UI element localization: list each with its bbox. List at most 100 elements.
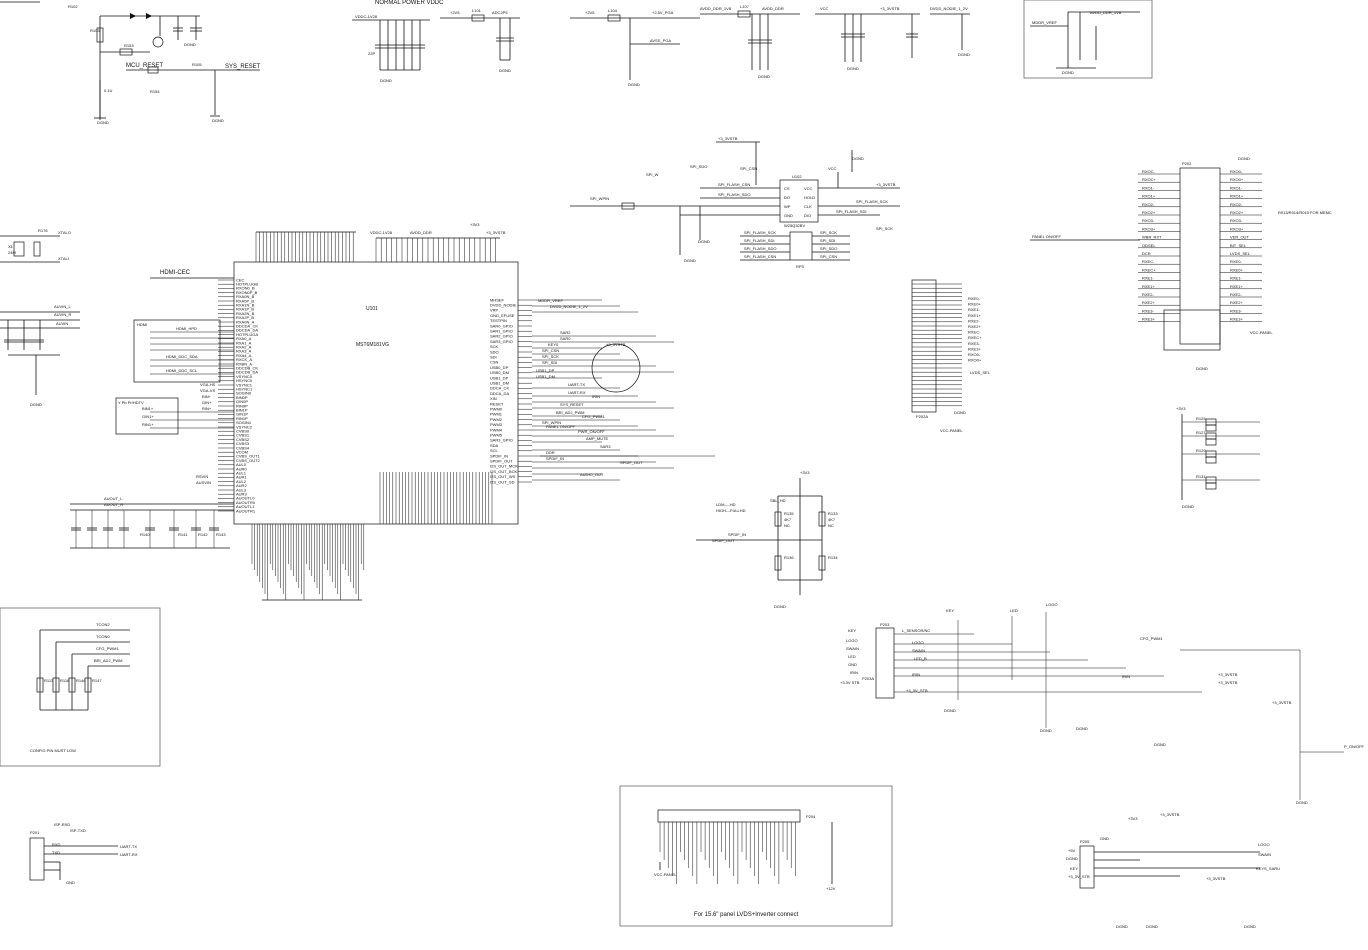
soc-v33stb: +3_3VSTB	[486, 230, 506, 235]
rp-out-net: SPI_SCK	[820, 230, 837, 235]
flash-pin: GND	[784, 213, 793, 218]
soc-pin-label: SPDIF_OUT	[490, 459, 513, 464]
rp-out-net: SPI_SDO	[820, 246, 837, 251]
soc-pin-label: RXA3_A	[236, 349, 252, 354]
p202-right-label: LVDS_SEL	[1230, 251, 1251, 256]
cfg-pwm-label: CFG_PWM1	[96, 646, 119, 651]
flash-pin: CLK	[804, 204, 812, 209]
soc-pin-label: PWM0	[490, 407, 503, 412]
soc-pin-label: PWM5	[490, 433, 503, 438]
gnd-label: GND	[1100, 836, 1109, 841]
mddr-vref-label: MDDR_VREF	[1032, 20, 1057, 25]
v33-label: +3V3	[1128, 816, 1138, 821]
p203-body	[875, 627, 895, 699]
p202-right-label: RXE2+	[1230, 300, 1243, 305]
r141-label: R141	[178, 532, 188, 537]
soc-pin-label: I2S_OUT_SD	[490, 479, 515, 484]
sys-reset-label: SYS_RESET	[225, 64, 261, 70]
power-pga-block: +2V5 L104 +2.5V_PGA AVSS_PGA DGND	[570, 8, 700, 87]
p205-body	[1079, 845, 1095, 889]
soc-right-wires	[532, 299, 715, 481]
auvin-label: AUVIN	[56, 321, 68, 326]
spdif-out-label: SPDIF_OUT	[712, 538, 735, 543]
uart-rx-label: UART-RX	[120, 852, 138, 857]
dgnd-label: DGND	[1062, 70, 1074, 75]
ldm-note-1: LDM----HD	[716, 502, 736, 507]
sbl-v33: +3V3	[800, 470, 810, 475]
soc-pin-label: AUOUTR0	[236, 500, 256, 505]
p201-label: P201	[30, 830, 40, 835]
soc-pin-label: RXON0P_B	[236, 290, 258, 295]
key-label: KEY	[848, 628, 856, 633]
dgnd-label: DGND	[184, 42, 196, 47]
p202-body	[1179, 167, 1221, 345]
audio-input-block: AUVIN_L AUVIN_R AUVIN DGND	[0, 304, 80, 407]
pga-label: +2.5V_PGA	[652, 10, 674, 15]
panel-onoff-label: PANEL ON/OFF	[1032, 234, 1061, 239]
p202-label: P202	[1182, 161, 1192, 166]
p202a-connector: RXE0-RXE0+RXE1-RXE1+RXE2-RXE2+RXEC-RXEC+…	[911, 279, 991, 433]
resistor-icon	[119, 48, 133, 56]
led-top: LED	[1010, 608, 1018, 613]
lvds-label: RXE0-	[968, 296, 980, 301]
sar3-net: SAR3	[600, 444, 611, 449]
vref-frame	[1023, 0, 1153, 79]
ypbpr-box: Y Pb Pr/HDTV BIN1+ GIN1+ RIN1+ VGA-HS VG…	[115, 382, 234, 485]
l107-label: L107	[740, 4, 750, 9]
soc-pin-label: AUOUTR1	[236, 508, 256, 513]
soc-pin-label: RXA4_A	[236, 353, 252, 358]
soc-pin-label: SCL	[490, 448, 499, 453]
soc-pin-label: AUL3	[236, 487, 247, 492]
vddc-label: VDDC-1V28	[355, 14, 378, 19]
v33stb-label: +3_3VSTB	[1160, 812, 1180, 817]
v25-label: +2V5	[585, 10, 595, 15]
au-out-l-label: AUOUT_L	[104, 496, 123, 501]
config-box: CONFIG PIN MUST LOW TCON2 TCON0 CFG_PWM1…	[0, 607, 161, 767]
stb-net: +3_3V_STB	[906, 688, 928, 693]
lvds-label: RXE2-	[968, 318, 980, 323]
soc-pin-label: AUR3	[236, 492, 247, 497]
soc-pin-label: BIN0P	[236, 395, 248, 400]
audio-output-caps: AUOUT_L AUOUT_R R140 R141 R142 R143	[70, 496, 234, 549]
r135-label: R135	[784, 511, 794, 516]
soc-pin-label: SAR1_GPIO	[490, 329, 513, 334]
dgnd-label: DGND	[628, 82, 640, 87]
sel-circle	[591, 343, 641, 393]
spi-w-label: SPI_W	[646, 172, 659, 177]
rxd-pin: RXD	[52, 842, 61, 847]
key-top: KEY	[946, 608, 954, 613]
p202-left-label: RXE2-	[1142, 292, 1154, 297]
aux-cap-row	[71, 510, 219, 548]
soc-pin-label: RXA0N_B	[236, 294, 255, 299]
dgnd-label: DGND	[1040, 728, 1052, 733]
mddr-vref-net: MDDR_VREF	[538, 298, 563, 303]
soc-pin-label: RXA1P_B	[236, 307, 254, 312]
power-stb-block: VCC +3_3VSTB DGND DVDD_NODIE_1_2V DGND	[815, 6, 970, 71]
usb-dp-net: USB1_DP	[536, 368, 555, 373]
irin-net: IRIN	[912, 672, 920, 677]
lvds-label: RXE1-	[968, 307, 980, 312]
flash-ic-body	[779, 179, 819, 223]
soc-top-pins	[255, 231, 500, 262]
uart-tx-net: UART-TX	[568, 382, 585, 387]
p202a-body	[911, 279, 937, 413]
reset-circuit: R102 R103 R153 DGND MCU_RESET R105 SYS_R…	[0, 1, 261, 125]
crystal-block: X1 24M R176 XTALO XTALI	[0, 228, 71, 263]
p202-left-label: RXO1+	[1142, 194, 1156, 199]
p202-right-label: RXO1+	[1230, 194, 1244, 199]
sel-res-label: R125	[1196, 416, 1206, 421]
xtalo-label: XTALO	[58, 230, 71, 235]
soc-pin-label: SDO	[490, 349, 499, 354]
soc-pin-label: USB1_DP	[490, 375, 509, 380]
dgnd-label: DGND	[944, 708, 956, 713]
hdmi-label: HDMI	[137, 322, 147, 327]
dgnd-label: DGND	[1244, 924, 1256, 929]
sar0-net: SAR0	[560, 336, 571, 341]
wpin-net: SPI_WPIN	[542, 420, 561, 425]
soc-pin-label: SAR0_GPIO	[490, 323, 513, 328]
soc-pin-label: VSYNC1	[236, 382, 253, 387]
p202-left-label: RXE3+	[1142, 317, 1155, 322]
soc-pin-label: CVBS2	[236, 437, 250, 442]
spi-csn-net: SPI_CSN	[542, 348, 559, 353]
inductor-icon	[737, 10, 751, 18]
